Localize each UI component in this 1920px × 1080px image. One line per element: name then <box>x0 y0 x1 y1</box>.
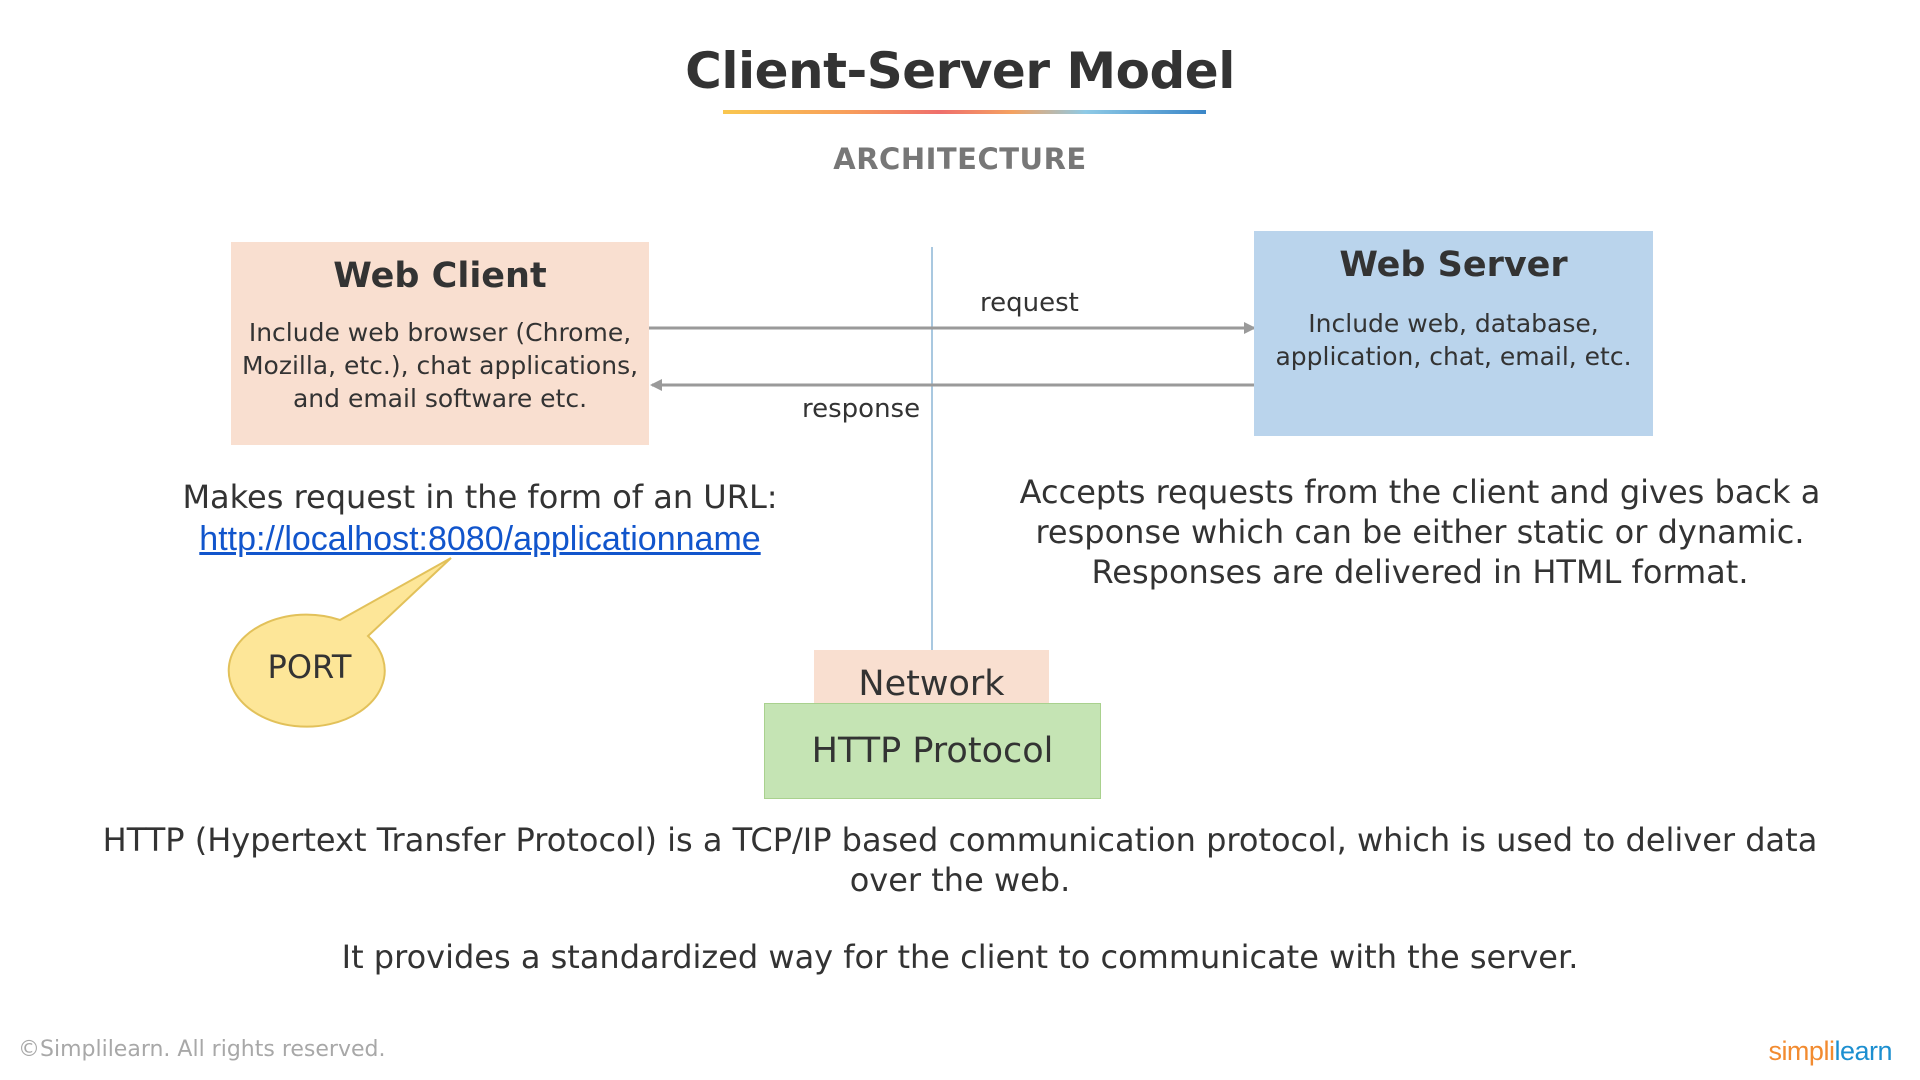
simplilearn-logo: simplilearn <box>1768 1036 1892 1067</box>
page-title: Client-Server Model <box>685 42 1235 100</box>
server-response-note: Accepts requests from the client and giv… <box>1019 473 1821 591</box>
web-client-description: Include web browser (Chrome, Mozilla, et… <box>241 318 639 413</box>
copyright-text: ©Simplilearn. All rights reserved. <box>18 1037 386 1062</box>
title-underline <box>723 110 1206 114</box>
response-label: response <box>802 394 921 424</box>
web-client-box: Web Client Include web browser (Chrome, … <box>231 242 649 445</box>
client-request-note: Makes request in the form of an URL: <box>182 478 778 516</box>
http-description: HTTP (Hypertext Transfer Protocol) is a … <box>102 821 1818 899</box>
web-server-box: Web Server Include web, database, applic… <box>1254 231 1653 436</box>
page-subtitle: ARCHITECTURE <box>833 142 1087 176</box>
http-protocol-box: HTTP Protocol <box>764 703 1101 799</box>
example-url-link[interactable]: http://localhost:8080/applicationname <box>199 520 761 558</box>
logo-part-learn: learn <box>1834 1036 1892 1066</box>
port-callout-bubble <box>227 557 452 728</box>
request-label: request <box>980 288 1079 318</box>
network-box: Network <box>814 650 1049 706</box>
logo-part-simpli: simpli <box>1768 1036 1835 1066</box>
port-callout-label: PORT <box>267 648 352 686</box>
web-server-description: Include web, database, application, chat… <box>1275 309 1632 371</box>
web-client-title: Web Client <box>333 256 547 296</box>
web-server-title: Web Server <box>1339 245 1568 285</box>
http-description-2: It provides a standardized way for the c… <box>341 938 1579 976</box>
